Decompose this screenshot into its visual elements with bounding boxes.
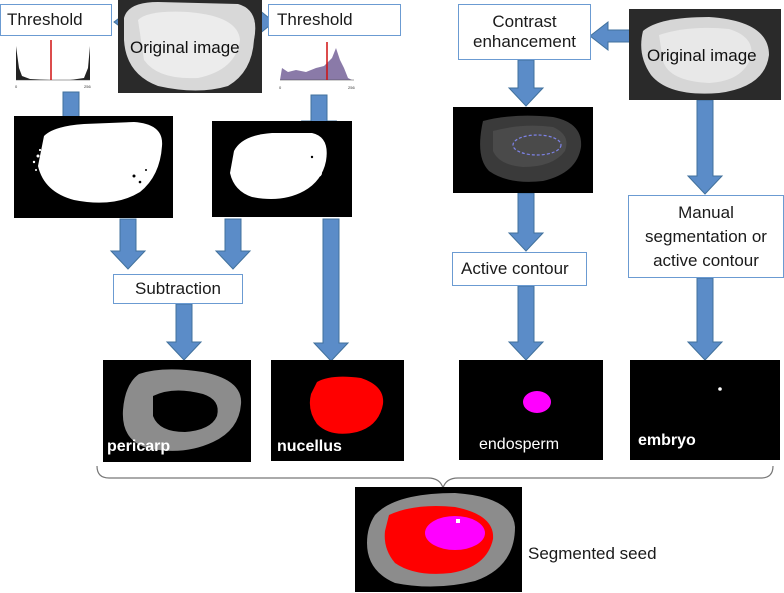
contrast-enhancement-box: Contrast enhancement <box>458 4 591 60</box>
arrow-down-5 <box>312 218 350 362</box>
histogram-left-tick-max: 256 <box>84 84 91 89</box>
embryo-label: embryo <box>638 432 696 449</box>
threshold-box-right: Threshold <box>268 4 401 36</box>
arrow-down-6 <box>165 303 203 361</box>
original-image-label-right: Original image <box>647 46 757 65</box>
nucellus-label: nucellus <box>277 438 342 455</box>
histogram-right: 0 256 <box>274 38 360 92</box>
pericarp-label: pericarp <box>107 438 171 455</box>
histogram-right-tick-min: 0 <box>279 85 282 90</box>
endosperm-image: endosperm <box>459 360 603 460</box>
original-image-left <box>118 0 262 93</box>
arrow-down-7 <box>507 59 545 107</box>
binary-image-right <box>212 121 352 217</box>
embryo-image: embryo <box>630 360 780 460</box>
subtraction-box: Subtraction <box>113 274 243 304</box>
histogram-right-tick-max: 256 <box>348 85 355 90</box>
nucellus-image: nucellus <box>271 360 404 461</box>
contrast-enhanced-image <box>453 107 593 193</box>
histogram-left-tick-min: 0 <box>15 84 18 89</box>
grouping-brace <box>96 465 774 491</box>
arrow-down-3 <box>109 218 147 270</box>
arrow-down-10 <box>686 99 724 195</box>
segmented-seed-image <box>355 487 522 592</box>
arrow-down-4 <box>214 218 252 270</box>
histogram-left: 0 256 <box>10 38 96 90</box>
arrow-down-9 <box>507 285 545 361</box>
original-image-right <box>629 9 781 100</box>
active-contour-box: Active contour <box>452 252 587 286</box>
binary-image-left <box>14 116 173 218</box>
threshold-box-left: Threshold <box>0 4 112 36</box>
segmented-seed-label: Segmented seed <box>528 544 657 563</box>
arrow-down-8 <box>507 192 545 252</box>
pericarp-image: pericarp <box>103 360 251 462</box>
original-image-label-left: Original image <box>130 38 240 57</box>
manual-segmentation-box: Manual segmentation or active contour <box>628 195 784 278</box>
endosperm-label: endosperm <box>479 436 560 453</box>
arrow-down-11 <box>686 277 724 361</box>
